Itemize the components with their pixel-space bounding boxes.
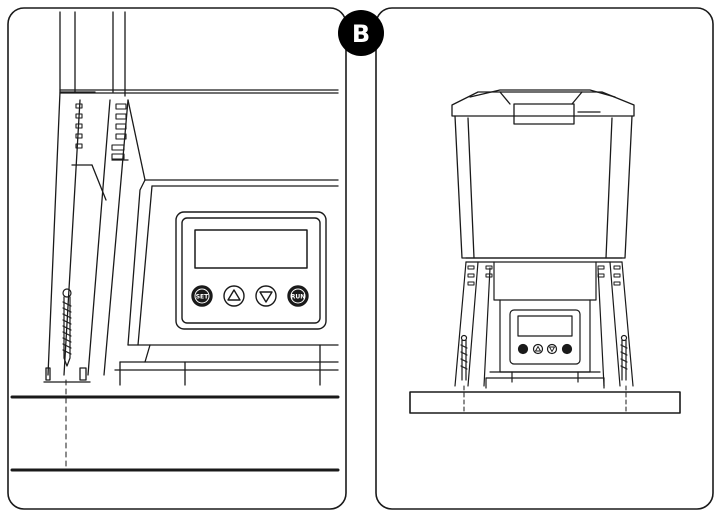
up-triangle-icon [227, 289, 241, 301]
feeder-lid [451, 89, 635, 125]
set-button-label: SET [196, 294, 209, 301]
control-panel-full [509, 309, 581, 365]
run-button-icon [561, 343, 573, 355]
panel-frame-right [375, 7, 714, 510]
up-button-small [532, 343, 544, 355]
feeder-body-closeup [43, 11, 339, 386]
step-badge: B [338, 10, 384, 56]
run-button: RUN [287, 285, 309, 307]
mounting-surface-closeup [10, 379, 340, 472]
feeder-hopper [454, 115, 633, 263]
run-button-label: RUN [291, 294, 306, 301]
set-button-icon [517, 343, 529, 355]
panel-closeup: SET RUN [7, 7, 347, 510]
panel-frame-left [7, 7, 347, 510]
down-button-small [546, 343, 558, 355]
feeder-base [454, 261, 634, 389]
down-triangle-icon [549, 346, 555, 352]
display-screen-closeup [194, 229, 308, 269]
display-screen-full [517, 315, 573, 337]
step-badge-letter: B [352, 20, 370, 48]
control-panel-closeup: SET RUN [175, 211, 327, 330]
set-button: SET [191, 285, 213, 307]
down-button [255, 285, 277, 307]
screw-closeup [62, 288, 72, 367]
up-triangle-icon [535, 346, 541, 352]
up-button [223, 285, 245, 307]
panel-full-view [375, 7, 714, 510]
down-triangle-icon [259, 291, 273, 303]
mounting-board [409, 385, 681, 414]
